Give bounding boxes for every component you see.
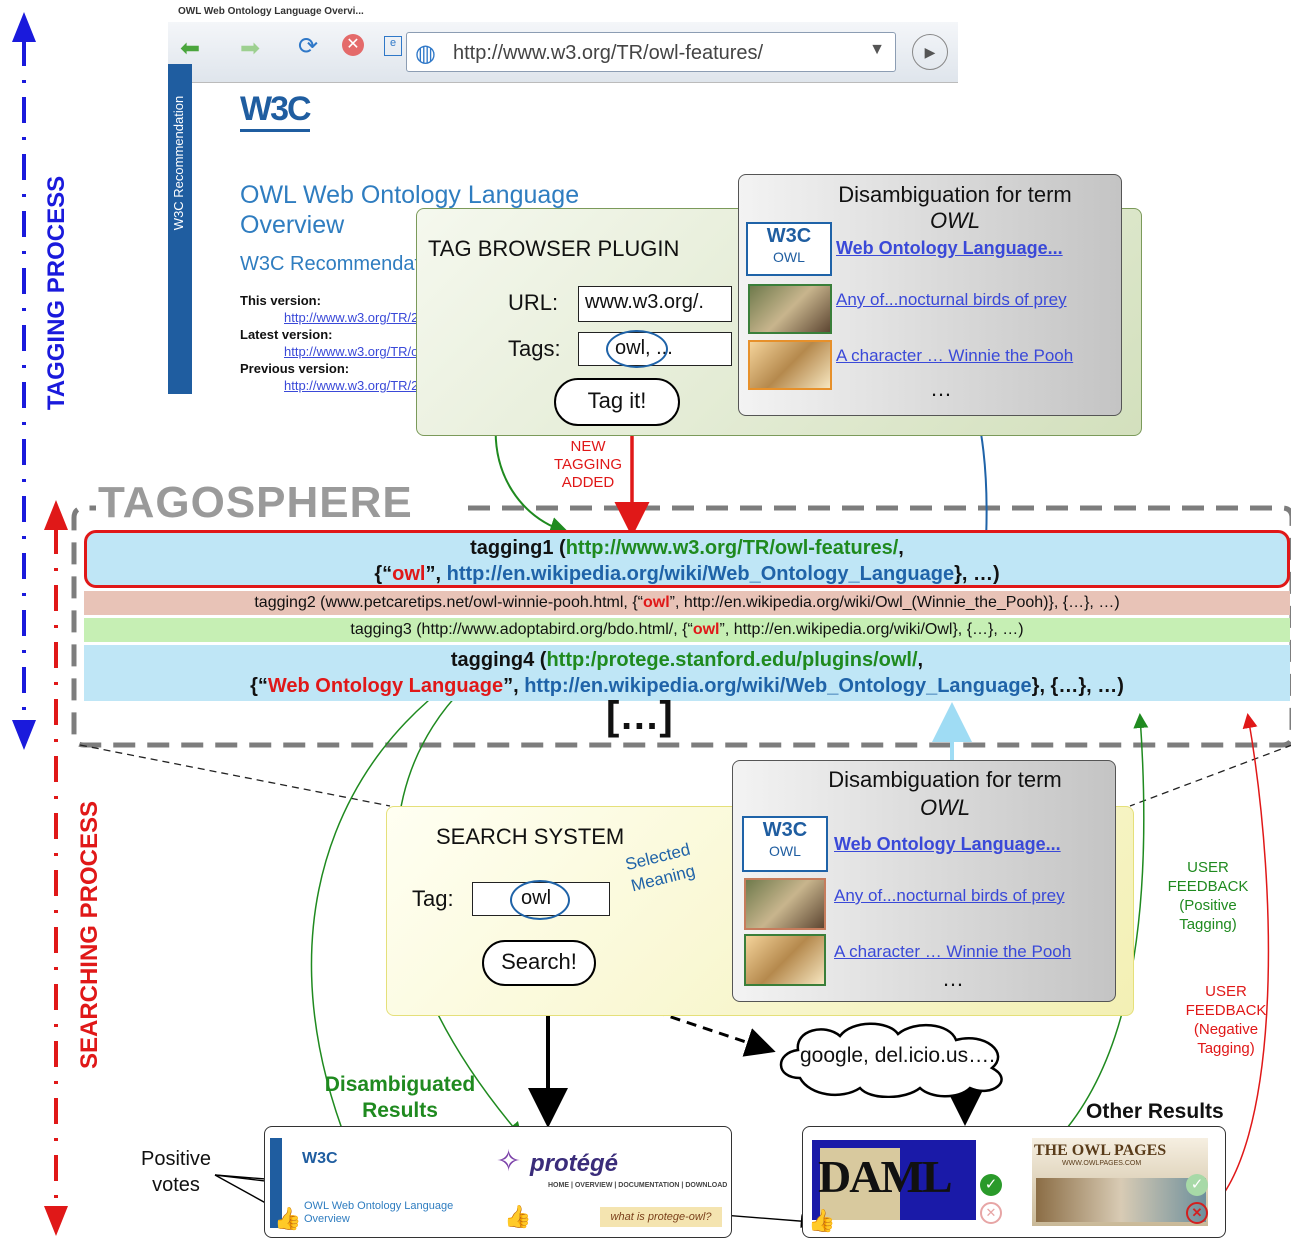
owl-bird-thumbnail — [748, 284, 832, 334]
url-text: http://www.w3.org/TR/owl-features/ — [453, 42, 764, 64]
plugin-url-field[interactable]: www.w3.org/. — [578, 286, 732, 322]
thumbs-up-icon-1[interactable]: 👍 — [274, 1206, 302, 1231]
w3c-result-title[interactable]: OWL Web Ontology Language Overview — [304, 1200, 454, 1225]
disambig-top-option-pooh[interactable]: A character … Winnie the Pooh — [836, 346, 1074, 365]
globe-icon: ◍ — [415, 40, 436, 67]
w3c-logo: W3C — [240, 90, 312, 132]
protege-logo-icon: ✧ — [496, 1145, 522, 1178]
w3c-result-bar — [270, 1138, 282, 1228]
daml-result[interactable]: DAML — [812, 1140, 976, 1220]
winnie-owl-thumbnail — [748, 340, 832, 390]
positive-votes-label: Positive votes — [140, 1148, 212, 1196]
thumbs-up-icon-3[interactable]: 👍 — [808, 1208, 836, 1233]
disambig-top-option-bird[interactable]: Any of...nocturnal birds of prey — [836, 290, 1067, 309]
disambig-top-option-web-ontology[interactable]: Web Ontology Language... — [836, 238, 1063, 258]
disambig-top-more: … — [930, 376, 952, 401]
protege-tagline[interactable]: what is protege-owl? — [600, 1207, 722, 1227]
owl-bird-thumbnail-bottom — [744, 878, 826, 930]
tagosphere-more: […] — [606, 694, 673, 738]
disambig-top-title: Disambiguation for term OWL — [838, 182, 1072, 233]
new-tagging-label: NEW TAGGING ADDED — [553, 438, 623, 491]
latest-version-label: Latest version: — [240, 327, 333, 342]
w3c-side-label: W3C Recommendation — [171, 95, 186, 231]
disambig-bottom-title: Disambiguation for term OWL — [828, 767, 1062, 820]
searching-axis — [44, 500, 68, 1236]
check-positive-icon-1[interactable]: ✓ — [980, 1174, 1002, 1196]
tagging1-row: tagging1 (http://www.w3.org/TR/owl-featu… — [84, 530, 1290, 588]
cloud-label: google, del.icio.us…. — [800, 1044, 995, 1067]
plugin-url-label: URL: — [508, 290, 559, 315]
search-tag-label: Tag: — [412, 886, 454, 911]
web-search-cloud — [779, 1022, 1003, 1098]
owlpages-title: THE OWL PAGES — [1034, 1142, 1167, 1159]
tagging3-row: tagging3 (http://www.adoptabird.org/bdo.… — [84, 618, 1290, 642]
home-icon[interactable]: e — [384, 36, 402, 56]
check-positive-icon-2[interactable]: ✓ — [1186, 1174, 1208, 1196]
browser-tab[interactable]: OWL Web Ontology Language Overvi... — [178, 6, 364, 17]
winnie-owl-thumbnail-bottom — [744, 934, 826, 986]
w3c-owl-logo: W3C OWL — [746, 222, 832, 276]
forward-arrow-icon[interactable]: ➡ — [240, 35, 261, 62]
owlpages-photo — [1036, 1178, 1206, 1222]
thumbs-up-icon-2[interactable]: 👍 — [504, 1204, 532, 1229]
disambig-bottom-option-bird[interactable]: Any of...nocturnal birds of prey — [834, 886, 1065, 905]
previous-version-label: Previous version: — [240, 361, 350, 376]
tagosphere-title: TAGOSPHERE — [98, 478, 413, 527]
tag-it-button[interactable]: Tag it! — [554, 378, 680, 426]
disambig-bottom-option-pooh[interactable]: A character … Winnie the Pooh — [834, 942, 1072, 961]
plugin-tags-label: Tags: — [508, 336, 561, 361]
w3c-result-logo[interactable]: W3C — [302, 1150, 338, 1167]
protege-nav: HOME | OVERVIEW | DOCUMENTATION | DOWNLO… — [548, 1182, 728, 1189]
tagging-axis — [12, 12, 36, 750]
back-arrow-icon[interactable]: ⬅ — [180, 35, 201, 62]
cross-negative-icon-1[interactable]: ✕ — [980, 1202, 1002, 1224]
w3c-owl-logo-bottom: W3C OWL — [742, 816, 828, 872]
disambig-bottom-more: … — [942, 966, 964, 991]
cross-negative-icon-2[interactable]: ✕ — [1186, 1202, 1208, 1224]
tagging-process-label: TAGGING PROCESS — [43, 175, 70, 411]
page-title: OWL Web Ontology Language Overview — [240, 181, 580, 239]
disambig-bottom-option-web-ontology[interactable]: Web Ontology Language... — [834, 834, 1061, 854]
refresh-icon[interactable]: ⟳ — [298, 33, 319, 60]
dropdown-icon[interactable]: ▼ — [869, 41, 885, 58]
search-title: SEARCH SYSTEM — [436, 824, 625, 849]
owlpages-result[interactable]: THE OWL PAGES WWW.OWLPAGES.COM — [1032, 1138, 1208, 1226]
w3c-side-bar — [168, 64, 192, 394]
owlpages-sub: WWW.OWLPAGES.COM — [1062, 1160, 1142, 1167]
tagging2-row: tagging2 (www.petcaretips.net/owl-winnie… — [84, 591, 1290, 615]
stop-icon[interactable]: ✕ — [342, 34, 364, 56]
go-button[interactable]: ▶ — [912, 34, 948, 70]
other-results-label: Other Results — [1086, 1100, 1224, 1123]
search-button[interactable]: Search! — [482, 940, 596, 986]
plugin-title: TAG BROWSER PLUGIN — [428, 236, 680, 261]
daml-text: DAML — [818, 1151, 953, 1202]
disambiguated-results-label: Disambiguated Results — [324, 1073, 476, 1122]
this-version-label: This version: — [240, 293, 321, 308]
owl-tag-oval — [606, 330, 668, 368]
search-owl-oval — [510, 880, 570, 920]
protege-result-title[interactable]: protégé — [530, 1150, 619, 1177]
searching-process-label: SEARCHING PROCESS — [76, 800, 103, 1070]
address-bar[interactable]: ◍ http://www.w3.org/TR/owl-features/ ▼ — [406, 32, 896, 72]
tagging4-row: tagging4 (http:/protege.stanford.edu/plu… — [84, 645, 1290, 701]
